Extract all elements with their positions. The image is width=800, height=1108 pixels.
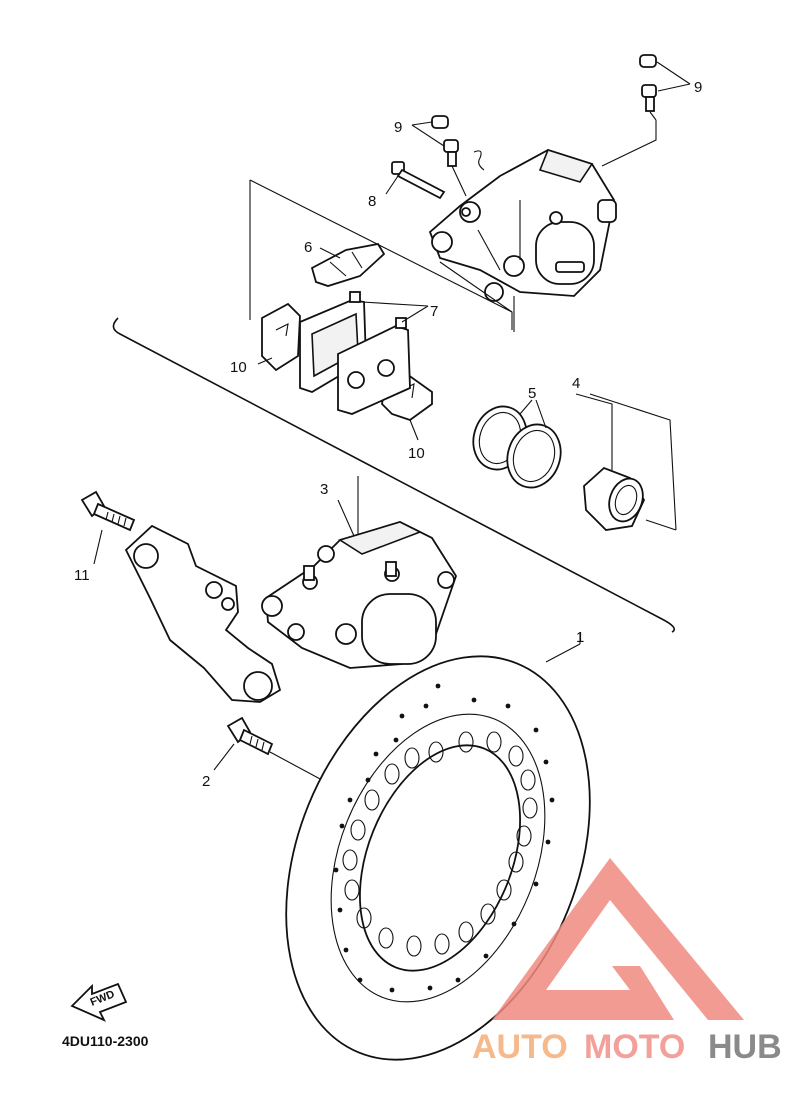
section-boundary-line [112, 317, 676, 633]
callout-10-right: 10 [408, 445, 425, 462]
callout-6: 6 [304, 239, 312, 256]
pad-group-bracket [249, 179, 513, 330]
pad-shim-left [257, 302, 301, 372]
callout-3: 3 [320, 481, 328, 498]
pad-pin [385, 161, 446, 200]
callout-5: 5 [528, 385, 536, 402]
forward-direction-arrow: FWD [70, 982, 128, 1022]
bracket-bolt [80, 490, 136, 565]
piston-seal-inner [506, 423, 562, 489]
callout-9-top-right: 9 [694, 79, 702, 96]
piston-seal-leader [519, 399, 547, 429]
brake-pad-right [337, 317, 411, 415]
disc-bolt [213, 716, 323, 781]
caliper-piston [583, 466, 646, 531]
callout-8: 8 [368, 193, 376, 210]
callout-1: 1 [576, 629, 584, 646]
piston-group-bracket [575, 393, 677, 531]
caliper-assembly-lower [261, 521, 457, 669]
callout-2: 2 [202, 773, 210, 790]
watermark-hub: HUB [708, 1028, 782, 1066]
automotohub-logo-icon [492, 858, 744, 1020]
diagram-code: 4DU110-2300 [62, 1033, 149, 1049]
callout-7: 7 [430, 303, 438, 320]
pad-spring [310, 243, 386, 287]
brake-disc [285, 632, 591, 1061]
caliper-bracket [124, 524, 282, 703]
callout-11: 11 [74, 567, 90, 584]
automotohub-wordmark: AUTO MOTO HUB [472, 1028, 782, 1066]
watermark-auto: AUTO [472, 1028, 568, 1066]
brake-pad-leader [361, 301, 429, 323]
pad-retaining-clip [473, 150, 485, 171]
callout-9-top-center: 9 [394, 119, 402, 136]
caliper-assembly-upper [428, 149, 617, 332]
bleed-screw-top-center [411, 115, 467, 197]
watermark-moto: MOTO [584, 1028, 685, 1066]
callout-10-left: 10 [230, 359, 247, 376]
bleed-screw-top-right [601, 54, 691, 167]
callout-4: 4 [572, 375, 580, 392]
